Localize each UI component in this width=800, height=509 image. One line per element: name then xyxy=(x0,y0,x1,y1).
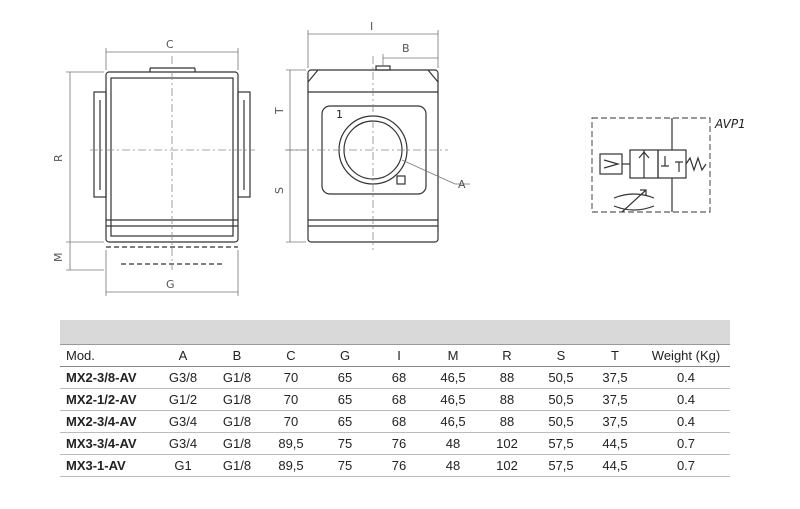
header-cell: A xyxy=(156,345,210,367)
table-cell: 70 xyxy=(283,414,299,429)
front-centerlines xyxy=(90,56,255,270)
model-cell: MX2-3/8-AV xyxy=(66,370,137,385)
table-cell: 68 xyxy=(391,392,407,407)
header-cell: R xyxy=(480,345,534,367)
table-cell: G1/8 xyxy=(222,436,252,451)
table-cell: 65 xyxy=(337,392,353,407)
model-cell: MX2-3/4-AV xyxy=(66,414,137,429)
table-cell: 57,5 xyxy=(548,458,574,473)
table-cell: 70 xyxy=(283,392,299,407)
header-cell: Weight (Kg) xyxy=(642,345,730,367)
header-cell: C xyxy=(264,345,318,367)
pneumatic-symbol xyxy=(591,117,711,213)
table-cell: 37,5 xyxy=(602,414,628,429)
table-cell: 57,5 xyxy=(548,436,574,451)
table-cell: 48 xyxy=(445,458,461,473)
technical-drawing: C R M G I B T S A 1 AVP1 xyxy=(52,20,746,296)
table-cell: G1/8 xyxy=(222,392,252,407)
header-cell: T xyxy=(588,345,642,367)
table-cell: 88 xyxy=(499,370,515,385)
table-cell: 44,5 xyxy=(602,436,628,451)
table-cell: G1/8 xyxy=(222,414,252,429)
label-m: M xyxy=(52,253,65,263)
table-cell: 0.7 xyxy=(676,458,696,473)
table-cell: 70 xyxy=(283,370,299,385)
symbol-label: AVP1 xyxy=(714,117,746,131)
model-cell: MX2-1/2-AV xyxy=(66,392,137,407)
table-row: MX2-3/8-AV G3/8 G1/8 70 65 68 46,5 88 50… xyxy=(60,367,730,389)
table-row: MX2-1/2-AV G1/2 G1/8 70 65 68 46,5 88 50… xyxy=(60,389,730,411)
front-dimensions xyxy=(66,48,239,296)
label-g: G xyxy=(166,278,175,291)
table-cell: 68 xyxy=(391,414,407,429)
table-cell: 37,5 xyxy=(602,370,628,385)
table-cell: 0.7 xyxy=(676,436,696,451)
table-cell: 75 xyxy=(337,458,353,473)
header-cell: G xyxy=(318,345,372,367)
table-cell: 44,5 xyxy=(602,458,628,473)
table-cell: 0.4 xyxy=(676,370,696,385)
label-s: S xyxy=(273,187,286,194)
dimensions-table: Mod. A B C G I M R S T Weight (Kg) MX2-3… xyxy=(60,345,730,477)
dimensions-table-wrap: Mod. A B C G I M R S T Weight (Kg) MX2-3… xyxy=(60,320,730,477)
table-cell: 76 xyxy=(391,458,407,473)
table-cell: 76 xyxy=(391,436,407,451)
header-cell: I xyxy=(372,345,426,367)
table-cell: 46,5 xyxy=(440,392,466,407)
table-cell: G3/8 xyxy=(168,370,198,385)
table-cell: 75 xyxy=(337,436,353,451)
header-cell: Mod. xyxy=(60,345,156,367)
table-cell: 0.4 xyxy=(676,414,696,429)
table-cell: 65 xyxy=(337,414,353,429)
table-cell: 50,5 xyxy=(548,370,574,385)
label-a: A xyxy=(458,178,466,191)
model-cell: MX3-1-AV xyxy=(66,458,126,473)
table-cell: 89,5 xyxy=(278,458,304,473)
table-cell: 88 xyxy=(499,392,515,407)
label-c: C xyxy=(166,38,174,51)
label-b: B xyxy=(402,42,410,55)
table-header-band xyxy=(60,320,730,345)
table-cell: 50,5 xyxy=(548,392,574,407)
side-dimensions xyxy=(286,30,470,243)
table-row: MX3-3/4-AV G3/4 G1/8 89,5 75 76 48 102 5… xyxy=(60,433,730,455)
table-cell: G1/8 xyxy=(222,458,252,473)
table-cell: G3/4 xyxy=(168,414,198,429)
header-cell: B xyxy=(210,345,264,367)
table-row: MX2-3/4-AV G3/4 G1/8 70 65 68 46,5 88 50… xyxy=(60,411,730,433)
table-header-row: Mod. A B C G I M R S T Weight (Kg) xyxy=(60,345,730,367)
table-cell: G1/8 xyxy=(222,370,252,385)
table-cell: 89,5 xyxy=(278,436,304,451)
table-cell: 46,5 xyxy=(440,370,466,385)
table-cell: 37,5 xyxy=(602,392,628,407)
table-cell: G3/4 xyxy=(168,436,198,451)
table-cell: 50,5 xyxy=(548,414,574,429)
table-cell: 102 xyxy=(496,458,518,473)
header-cell: S xyxy=(534,345,588,367)
drawing-svg: C R M G I B T S A 1 AVP1 xyxy=(52,20,746,296)
port-number: 1 xyxy=(336,108,343,121)
label-i: I xyxy=(370,20,373,33)
table-cell: 88 xyxy=(499,414,515,429)
model-cell: MX3-3/4-AV xyxy=(66,436,137,451)
table-cell: 46,5 xyxy=(440,414,466,429)
header-cell: M xyxy=(426,345,480,367)
table-cell: 65 xyxy=(337,370,353,385)
table-cell: 48 xyxy=(445,436,461,451)
side-centerlines xyxy=(285,56,448,250)
table-cell: 68 xyxy=(391,370,407,385)
table-cell: 0.4 xyxy=(676,392,696,407)
label-t: T xyxy=(273,107,286,115)
label-r: R xyxy=(52,154,65,162)
table-row: MX3-1-AV G1 G1/8 89,5 75 76 48 102 57,5 … xyxy=(60,455,730,477)
table-cell: 102 xyxy=(496,436,518,451)
table-cell: G1/2 xyxy=(168,392,198,407)
table-cell: G1 xyxy=(174,458,192,473)
